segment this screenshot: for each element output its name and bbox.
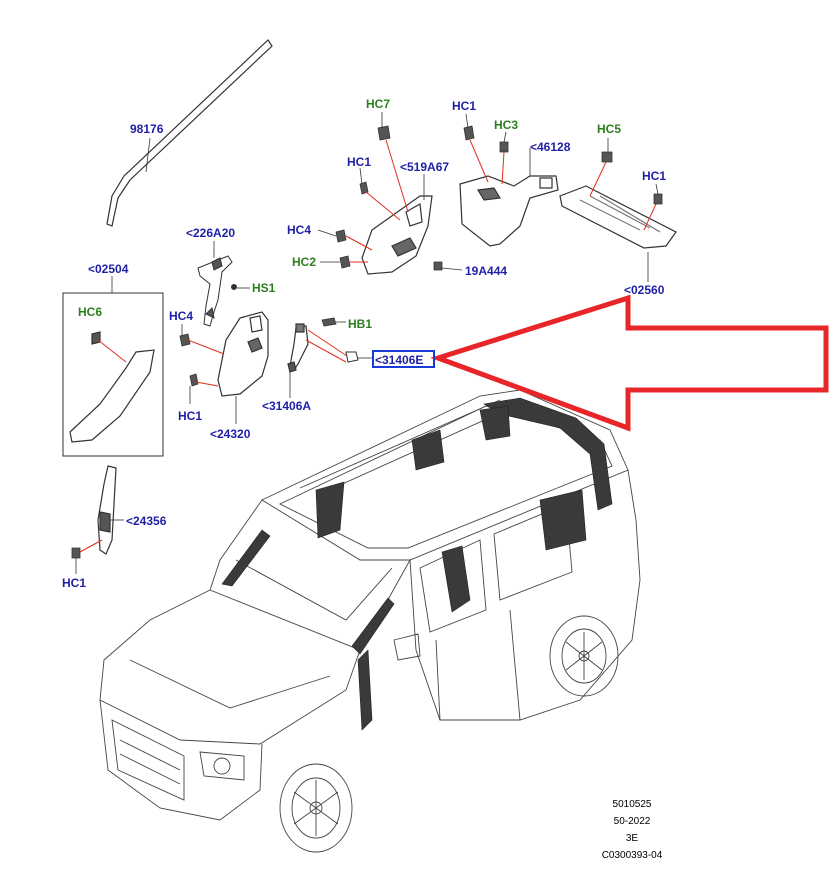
b-pillar-trim-24320 [217, 311, 269, 397]
catalog-line-3: 3E [626, 833, 639, 844]
vehicle-outline [99, 389, 641, 853]
leader-hc3 [503, 131, 507, 143]
callout-31406A: <31406A [262, 399, 311, 413]
highlight-arrow [430, 294, 829, 432]
leader-hc4-left [187, 339, 225, 355]
callout-hc4-left: HC4 [169, 309, 193, 323]
clip-hc1-left [189, 373, 199, 387]
leader-hc1-mid [359, 167, 363, 185]
clip-hc1-bottom [71, 547, 81, 559]
leader-hc5-red [589, 161, 607, 197]
leader-98176 [145, 137, 151, 173]
callout-hc1-bottom: HC1 [62, 576, 86, 590]
vehicle-trim-highlights [221, 397, 613, 731]
clips-02560 [601, 151, 663, 205]
callout-226A20: <226A20 [186, 226, 235, 240]
inset-box-02504 [62, 292, 164, 457]
callout-hc1-top: HC1 [452, 99, 476, 113]
callout-02504: <02504 [88, 262, 129, 276]
callout-hc1-mid: HC1 [347, 155, 371, 169]
leader-hc1-bottom-red [79, 539, 103, 553]
callout-hc3: HC3 [494, 118, 518, 132]
lower-a-pillar-24356 [97, 465, 117, 555]
leader-hc6 [97, 339, 127, 363]
callout-46128: <46128 [530, 140, 571, 154]
callout-hc5: HC5 [597, 122, 621, 136]
callout-hc1-left: HC1 [178, 409, 202, 423]
callout-24320: <24320 [210, 427, 251, 441]
callout-labels: 98176 <226A20 <02504 HC6 HC4 HS1 HC1 <24… [62, 97, 666, 590]
catalog-reference: 5010525 50-2022 3E C0300393-04 [602, 799, 663, 861]
rear-panel-02560 [559, 185, 677, 249]
callout-hc2: HC2 [292, 255, 316, 269]
leader-hb1-red-b [305, 339, 347, 363]
callout-hs1: HS1 [252, 281, 276, 295]
leader-hc7-red [385, 139, 409, 213]
clip-hc4-left [179, 333, 191, 347]
part-31406E [345, 351, 359, 363]
callout-hc7: HC7 [366, 97, 390, 111]
quarter-trim-46128 [459, 175, 559, 247]
roof-trim-strip [106, 39, 273, 227]
leader-hc1-top [465, 113, 469, 129]
clips-46128 [463, 125, 509, 153]
callout-19A444: 19A444 [465, 264, 507, 278]
catalog-line-1: 5010525 [613, 799, 652, 810]
d-pillar-trim-519A67 [361, 195, 433, 275]
catalog-line-4: C0300393-04 [602, 850, 663, 861]
callout-hb1: HB1 [348, 317, 372, 331]
leader-hc1-left-a [195, 381, 219, 387]
clip-hb1 [321, 317, 337, 327]
callout-98176: 98176 [130, 122, 164, 136]
leader-hc4-mid-red [345, 235, 373, 251]
callout-519A67: <519A67 [400, 160, 449, 174]
leader-hc1-right-red [643, 203, 657, 231]
callout-hc1-right: HC1 [642, 169, 666, 183]
highlight-box-31406E [372, 350, 435, 368]
callout-hc6: HC6 [78, 305, 102, 319]
leader-hc1-right [655, 183, 659, 195]
bracket-226A20 [197, 255, 237, 327]
leader-hc4-mid [317, 229, 337, 237]
leader-hc3-red [501, 151, 505, 185]
catalog-line-2: 50-2022 [614, 816, 651, 827]
callout-02560: <02560 [624, 283, 665, 297]
c-pillar-trim-31406A [287, 323, 309, 373]
clips-519A67 [335, 125, 443, 271]
leader-hc1-mid-red [365, 191, 401, 221]
callout-24356: <24356 [126, 514, 167, 528]
leader-19A444 [441, 267, 463, 271]
callout-31406E: <31406E [375, 353, 423, 367]
callout-hc4-mid: HC4 [287, 223, 311, 237]
leader-hc1-top-red [469, 139, 489, 183]
a-pillar-trim [69, 331, 155, 443]
leader-hb1-red-a [307, 329, 351, 359]
